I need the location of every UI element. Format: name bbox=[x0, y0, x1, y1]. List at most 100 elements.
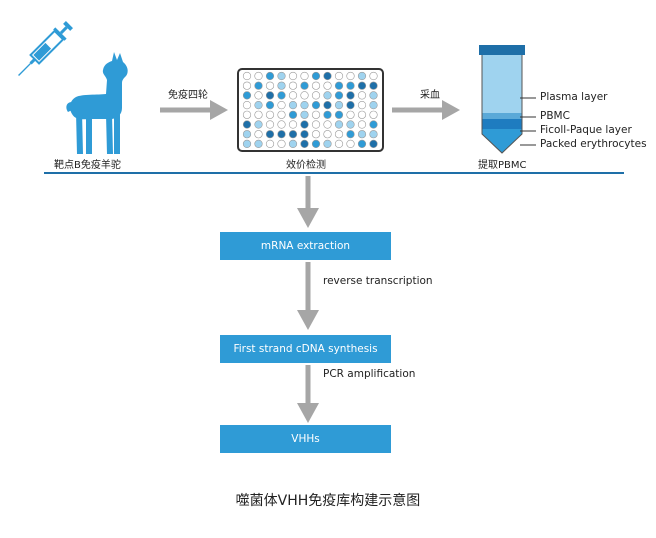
plate-well bbox=[311, 130, 321, 139]
plate-well bbox=[265, 139, 275, 148]
plate-well bbox=[323, 120, 332, 129]
plate-well bbox=[265, 91, 275, 100]
syringe-icon bbox=[18, 21, 73, 76]
plate-well bbox=[357, 71, 367, 81]
plate-well bbox=[254, 120, 263, 129]
plate-well bbox=[277, 81, 286, 90]
plate-wells bbox=[242, 71, 378, 148]
plate-well bbox=[334, 120, 344, 129]
plate-well bbox=[254, 81, 263, 90]
plate-well bbox=[369, 120, 378, 129]
plate-well bbox=[369, 91, 378, 100]
plate-well bbox=[369, 139, 378, 148]
diagram-caption: 噬菌体VHH免疫库构建示意图 bbox=[235, 493, 421, 509]
plate-well bbox=[242, 91, 252, 100]
plate-well bbox=[369, 110, 378, 119]
plate-well bbox=[346, 139, 355, 148]
well-plate bbox=[237, 68, 384, 152]
plate-well bbox=[300, 130, 309, 139]
plate-well bbox=[323, 130, 332, 139]
tube-layer-plasma: Plasma layer bbox=[540, 91, 608, 103]
plate-well bbox=[311, 91, 321, 100]
plate-well bbox=[265, 130, 275, 139]
tube-label: 提取PBMC bbox=[478, 160, 527, 171]
plate-label: 效价检测 bbox=[286, 160, 326, 171]
step-vhhs: VHHs bbox=[220, 425, 391, 453]
plate-well bbox=[277, 91, 286, 100]
tube-layer-ficoll: Ficoll-Paque layer bbox=[540, 124, 632, 136]
plate-well bbox=[242, 100, 252, 110]
plate-well bbox=[277, 71, 286, 81]
down-arrow-3 bbox=[297, 365, 319, 423]
centrifuge-tube-icon bbox=[479, 45, 525, 154]
plate-well bbox=[254, 71, 263, 81]
plate-well bbox=[369, 71, 378, 81]
plate-well bbox=[300, 110, 309, 119]
plate-well bbox=[357, 110, 367, 119]
plate-well bbox=[323, 81, 332, 90]
plate-well bbox=[334, 130, 344, 139]
plate-well bbox=[357, 91, 367, 100]
plate-well bbox=[254, 100, 263, 110]
plate-well bbox=[265, 100, 275, 110]
plate-well bbox=[357, 100, 367, 110]
plate-well bbox=[242, 81, 252, 90]
plate-well bbox=[346, 110, 355, 119]
arrow-1 bbox=[160, 100, 228, 120]
plate-well bbox=[346, 100, 355, 110]
plate-well bbox=[323, 71, 332, 81]
tube-pointer-lines bbox=[520, 97, 536, 146]
plate-well bbox=[242, 71, 252, 81]
plate-well bbox=[242, 110, 252, 119]
plate-well bbox=[254, 110, 263, 119]
plate-well bbox=[311, 81, 321, 90]
plate-well bbox=[346, 130, 355, 139]
plate-well bbox=[265, 71, 275, 81]
plate-well bbox=[265, 120, 275, 129]
plate-well bbox=[300, 81, 309, 90]
plate-well bbox=[288, 71, 298, 81]
down-arrow-1 bbox=[297, 176, 319, 228]
plate-well bbox=[288, 110, 298, 119]
alpaca-icon bbox=[66, 52, 128, 154]
plate-well bbox=[369, 100, 378, 110]
plate-well bbox=[288, 100, 298, 110]
plate-well bbox=[334, 91, 344, 100]
plate-well bbox=[346, 71, 355, 81]
divider-line bbox=[44, 172, 624, 174]
plate-well bbox=[311, 71, 321, 81]
plate-well bbox=[277, 110, 286, 119]
plate-well bbox=[254, 130, 263, 139]
arrow-2 bbox=[392, 100, 460, 120]
plate-well bbox=[277, 100, 286, 110]
plate-well bbox=[323, 139, 332, 148]
plate-well bbox=[265, 81, 275, 90]
plate-well bbox=[323, 91, 332, 100]
plate-well bbox=[357, 81, 367, 90]
plate-well bbox=[300, 100, 309, 110]
plate-well bbox=[357, 139, 367, 148]
plate-well bbox=[357, 120, 367, 129]
plate-well bbox=[334, 139, 344, 148]
plate-well bbox=[323, 110, 332, 119]
plate-well bbox=[334, 110, 344, 119]
plate-well bbox=[288, 120, 298, 129]
plate-well bbox=[369, 81, 378, 90]
plate-well bbox=[265, 110, 275, 119]
plate-well bbox=[277, 120, 286, 129]
down-arrow-2 bbox=[297, 262, 319, 330]
plate-well bbox=[300, 139, 309, 148]
plate-well bbox=[300, 91, 309, 100]
plate-well bbox=[277, 139, 286, 148]
plate-well bbox=[369, 130, 378, 139]
plate-well bbox=[311, 100, 321, 110]
plate-well bbox=[254, 91, 263, 100]
plate-well bbox=[288, 81, 298, 90]
arrow-1-label: 免疫四轮 bbox=[168, 90, 208, 101]
plate-well bbox=[288, 91, 298, 100]
plate-well bbox=[346, 120, 355, 129]
plate-well bbox=[311, 139, 321, 148]
plate-well bbox=[288, 130, 298, 139]
plate-well bbox=[300, 120, 309, 129]
step-cdna-synthesis: First strand cDNA synthesis bbox=[220, 335, 391, 363]
